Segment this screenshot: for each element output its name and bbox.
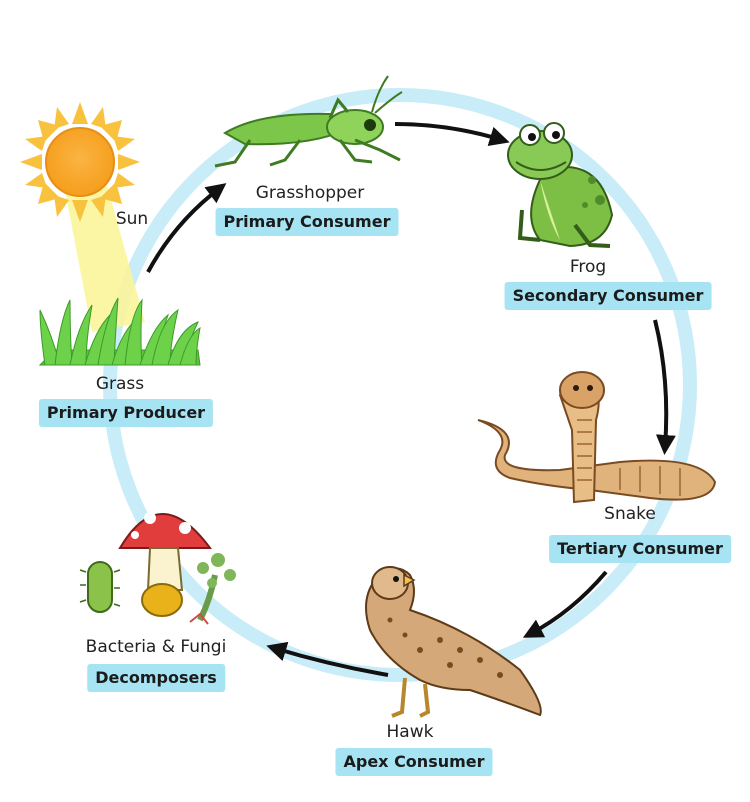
hawk-icon xyxy=(365,566,542,718)
arrow-grasshopper-to-frog xyxy=(394,122,510,147)
arrow-snake-to-hawk xyxy=(522,570,608,638)
role-badge-grass: Primary Producer xyxy=(38,399,214,427)
node-label-hawk: Hawk xyxy=(386,722,434,742)
bacteria-icon xyxy=(79,561,121,613)
grasshopper-icon xyxy=(214,75,403,168)
arrow-hawk-to-decomposers xyxy=(266,641,389,677)
cycle-ring xyxy=(103,88,697,682)
grass-icon xyxy=(38,297,201,366)
role-badge-hawk: Apex Consumer xyxy=(335,748,493,776)
node-label-snake: Snake xyxy=(604,504,656,524)
role-badge-snake: Tertiary Consumer xyxy=(549,535,731,563)
arrow-frog-to-snake xyxy=(653,319,676,455)
node-label-grass: Grass xyxy=(95,374,145,394)
sun-icon xyxy=(20,102,140,222)
node-label-decomposers: Bacteria & Fungi xyxy=(85,637,227,657)
snake-icon xyxy=(477,371,717,504)
role-badge-decomposers: Decomposers xyxy=(87,664,225,692)
node-label-grasshopper: Grasshopper xyxy=(255,183,365,203)
fungi-icon xyxy=(189,553,236,625)
frog-icon xyxy=(507,122,614,248)
role-badge-grasshopper: Primary Consumer xyxy=(215,208,399,236)
mushroom-icon xyxy=(118,500,212,617)
role-badge-frog: Secondary Consumer xyxy=(504,282,712,310)
node-label-sun: Sun xyxy=(115,209,149,229)
arrow-grass-to-grasshopper xyxy=(146,183,227,273)
node-label-frog: Frog xyxy=(569,257,607,277)
